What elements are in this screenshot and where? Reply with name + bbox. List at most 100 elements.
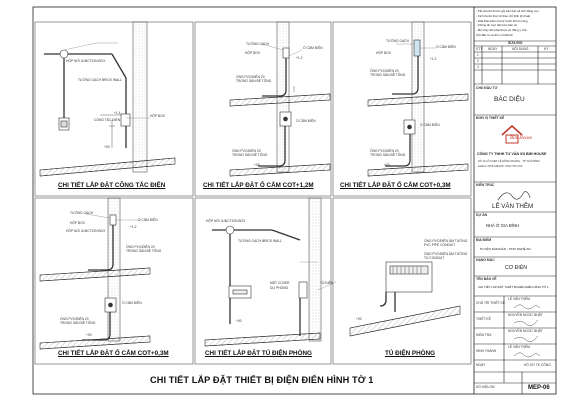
sheet-no-label: SỐ HIỆU BV — [476, 385, 495, 389]
p4-label: HỘP BOX — [70, 221, 85, 225]
p2-label: TƯỜNG GẠCH — [246, 42, 270, 46]
caption-room-panel-detail: CHI TIẾT LẮP ĐẶT TỦ ĐIỆN PHÒNG — [205, 350, 312, 357]
designer-label: ĐƠN VỊ THIẾT KẾ — [476, 116, 505, 120]
company-address: SỐ 10 LÔ 6 KĐT LÊ HỒNG PHONG - TP. THÁI … — [478, 160, 540, 163]
p3-label: TRONG SÀN BÊ TÔNG — [370, 153, 406, 157]
p1-label: HỘP NỐI JUNCTION BOX — [66, 59, 106, 63]
revision-row: 2 — [477, 58, 479, 63]
p2-label: Ổ CẮM ĐIỆN — [296, 119, 316, 123]
role-name: NGUYỄN NGỌC NHẬT — [508, 313, 543, 317]
p2-label: ỐNG PVC/ĐIỆN 20 — [236, 75, 265, 79]
chief-label: KIẾN TRÚC — [476, 183, 495, 187]
panel-frames — [34, 21, 472, 365]
revision-header: SỬA ĐỔI — [508, 41, 523, 45]
note-line: - Kích thước thực tế theo chỉ định kỹ th… — [476, 13, 530, 18]
p6-label: ỐNG PVC/ĐIỆN ÂM TƯỜNG — [424, 239, 468, 243]
title-block-grid — [474, 40, 556, 394]
caption-socket-03m-detail-2: CHI TIẾT LẮP ĐẶT Ổ CẮM COT+0,3M — [58, 350, 169, 357]
p1-label: +00 — [104, 145, 110, 149]
p1-label: +1.4 — [114, 111, 121, 115]
note-line: - Mọi thay đổi phải được sự đồng ý của — [476, 28, 527, 33]
sheet-title-value: CHI TIẾT LẮP ĐẶT THIẾT BỊ ĐIỆN ĐIỂN HÌNH… — [478, 285, 549, 289]
p6-label: ỐNG PVC/ĐIỆN ÂM TƯỜNG — [424, 252, 468, 256]
p2-label: +1.2 — [296, 56, 303, 60]
p4-label: ỐNG PVC/ĐIỆN 20 — [60, 317, 89, 321]
p3-label: Ổ CẮM ĐIỆN — [420, 123, 440, 127]
p3-label: Ổ CẮM ĐIỆN — [436, 45, 456, 49]
company-name: CÔNG TY TNHH TƯ VẤN XD BIM HOUSE — [477, 152, 547, 156]
p6-label: TỦ CONDUIT — [424, 256, 445, 260]
p3-label: TRONG SÀN BÊ TÔNG — [370, 73, 406, 77]
p4-label: +1.2 — [130, 225, 137, 229]
general-notes: - Tất cả kích thước ghi trên bản vẽ tính… — [476, 9, 554, 38]
category-value: CƠ ĐIỆN — [505, 265, 528, 271]
date-label: NGÀY — [476, 363, 486, 367]
panel-5-detail — [204, 197, 322, 347]
p5-label: DỰ PHÒNG — [270, 286, 289, 290]
revision-col: NGÀY — [488, 46, 498, 51]
caption-room-panel: TỦ ĐIỆN PHÒNG — [385, 350, 436, 357]
owner-label: CHỦ ĐẦU TƯ — [476, 86, 498, 90]
company-logo: Bim House — [498, 123, 532, 145]
role-label: THIẾT KẾ — [476, 317, 491, 321]
signature-mark — [513, 352, 541, 358]
p2-label: ỐNG PVC/ĐIỆN 20 — [232, 149, 261, 153]
p2-label: Ổ CẮM ĐIỆN — [303, 46, 323, 50]
note-line: - Tất cả kích thước ghi trên bản vẽ tính… — [476, 9, 539, 13]
p4-label: ỐNG PVC/ĐIỆN 20 — [126, 245, 155, 249]
panel-6-detail — [349, 261, 461, 337]
project-label: DỰ ÁN — [476, 213, 488, 217]
logo-text: Bim House — [510, 136, 533, 141]
p5-label: MẶT COVER — [270, 281, 290, 285]
p2-label: +00 — [254, 163, 260, 167]
caption-socket-12m-detail: CHI TIẾT LẮP ĐẶT Ổ CẮM COT+1,2M — [203, 182, 314, 189]
project-value: NHÀ Ở GIA ĐÌNH — [486, 223, 520, 228]
revision-col: KÝ — [544, 46, 549, 51]
note-line: chủ đầu tư và đơn vị thiết kế — [476, 32, 513, 37]
revision-col: NỘI DUNG — [512, 46, 529, 51]
p5-label: TƯỜNG GẠCH BRICK WALL — [238, 239, 282, 243]
location-label: ĐỊA ĐIỂM — [476, 238, 492, 242]
role-name: NGUYỄN NGỌC NHẬT — [508, 329, 543, 333]
p3-label: +00 — [384, 163, 390, 167]
p4-label: HỘP NỐI JUNCTION BOX — [66, 229, 106, 233]
p4-label: +00 — [86, 333, 92, 337]
panel-1-detail — [39, 21, 176, 177]
sheet-title-label: TÊN BẢN VẼ — [476, 277, 497, 281]
p3-label: TƯỜNG GẠCH — [386, 39, 410, 43]
p1-label: HỘP BOX — [150, 114, 165, 118]
revision-row: 3 — [477, 64, 479, 69]
p4-label: Ổ CẮM ĐIỆN — [122, 301, 142, 305]
p3-label: +1.2 — [430, 57, 437, 61]
caption-switch-detail: CHI TIẾT LẮP ĐẶT CÔNG TẮC ĐIỆN — [58, 182, 166, 189]
p4-label: TƯỜNG GẠCH — [70, 211, 94, 215]
p5-label: HỘP NỐI JUNCTION BOX — [206, 219, 246, 223]
p6-label: +00 — [356, 317, 362, 321]
signature-mark — [497, 191, 531, 201]
role-name: LÊ VĂN THÊM — [508, 345, 530, 349]
house-logo-icon — [501, 124, 523, 144]
role-name: LÊ VĂN THÊM — [508, 297, 530, 301]
owner-value: BÁC DIỆU — [494, 96, 525, 103]
p1-label: TƯỜNG GẠCH BRICK WALL — [78, 78, 122, 82]
p2-label: TRONG SÀN BÊ TÔNG — [232, 153, 268, 157]
role-label: CHỦ TRÌ THIẾT KẾ — [476, 301, 505, 305]
signature-mark — [513, 304, 541, 310]
category-label: HẠNG MỤC — [476, 258, 495, 262]
sheet-number: MEP-06 — [528, 385, 550, 391]
revision-row: 1 — [477, 52, 479, 57]
drawing-title: CHI TIẾT LẮP ĐẶT THIẾT BỊ ĐIỆN ĐIỂN HÌNH… — [150, 375, 374, 385]
p3-label: ỐNG PVC/ĐIỆN 20 — [370, 69, 399, 73]
note-line: - Không đo trực tiếp trên bản vẽ — [476, 23, 517, 28]
p4-label: TRONG SÀN BÊ TÔNG — [60, 321, 96, 325]
signature-mark — [513, 319, 539, 326]
note-line: - Nhà thầu kiểm tra kỹ trước khi thi côn… — [476, 18, 528, 23]
p5-label: TỦ ĐIỆN — [320, 281, 334, 285]
panel-4-detail — [39, 197, 151, 350]
p3-label: HỘP BOX — [376, 51, 391, 55]
p2-label: HỘP BOX — [245, 51, 260, 55]
signature-mark — [513, 335, 539, 342]
p3-label: ỐNG PVC/ĐIỆN 20 — [370, 149, 399, 153]
